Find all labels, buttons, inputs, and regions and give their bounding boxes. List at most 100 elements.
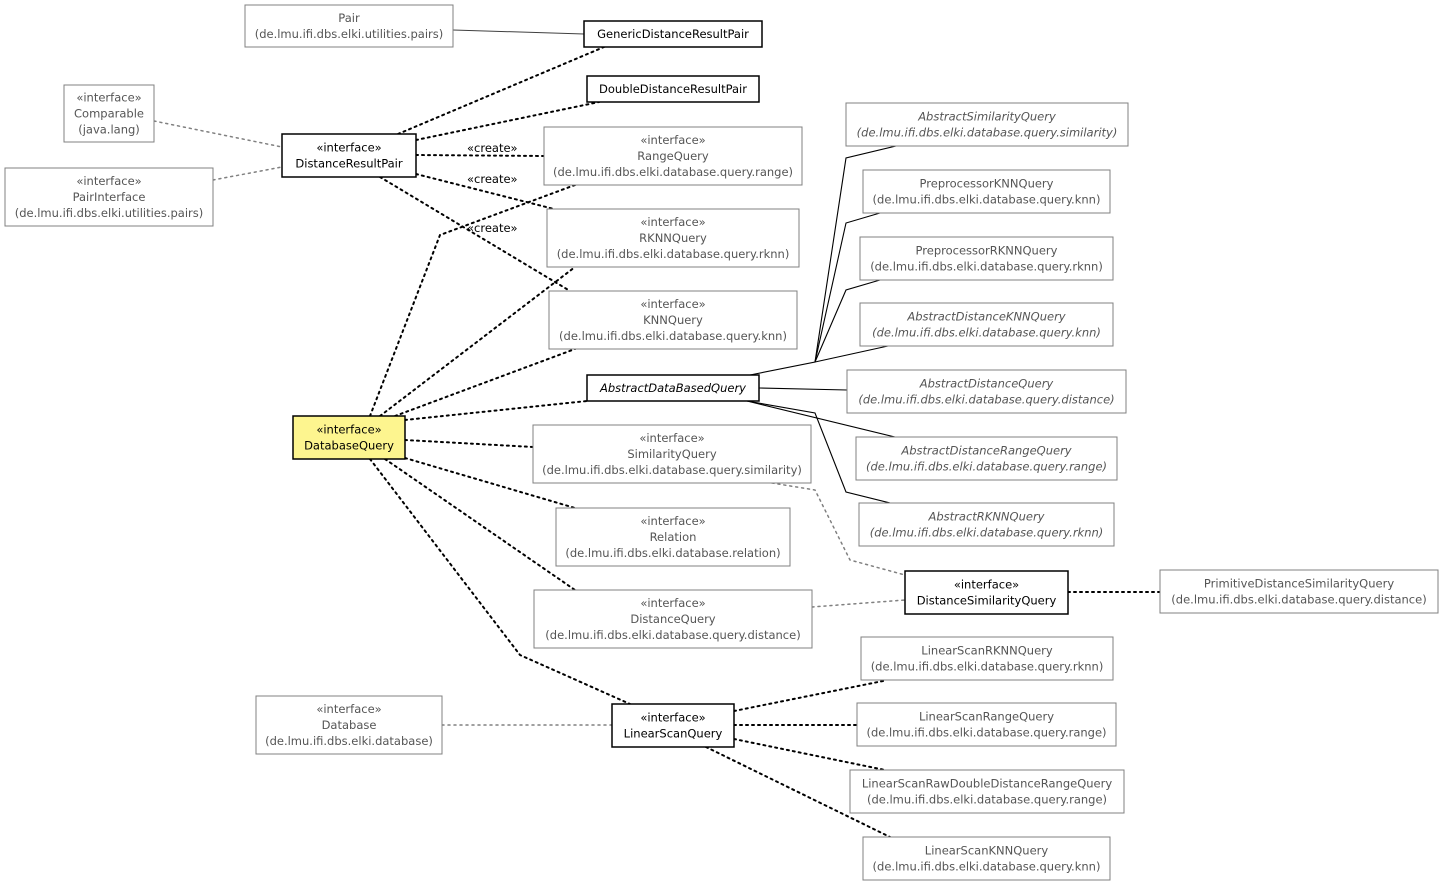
- package-name: (de.lmu.ifi.dbs.elki.database.query.knn): [873, 193, 1101, 207]
- node-abstract-distance-range-query[interactable]: AbstractDistanceRangeQuery(de.lmu.ifi.db…: [855, 436, 1118, 481]
- dependency-edge: [404, 400, 588, 421]
- node-box: [586, 374, 760, 402]
- dependency-edge: [369, 184, 576, 417]
- node-pair-interface[interactable]: «interface»PairInterface(de.lmu.ifi.dbs.…: [4, 167, 214, 227]
- package-name: (de.lmu.ifi.dbs.elki.database.query.rknn…: [871, 660, 1104, 674]
- package-name: (de.lmu.ifi.dbs.elki.database.query.simi…: [542, 463, 802, 477]
- node-box: [1159, 569, 1439, 614]
- class-name: RangeQuery: [637, 149, 709, 163]
- class-name: Database: [322, 718, 377, 732]
- dependency-edge: [153, 120, 283, 148]
- node-distance-similarity-query[interactable]: «interface» DistanceSimilarityQuery: [904, 570, 1069, 615]
- class-name: DoubleDistanceResultPair: [599, 82, 747, 96]
- dependency-edge: [705, 746, 891, 838]
- class-name: DatabaseQuery: [304, 439, 394, 453]
- class-name: PreprocessorRKNNQuery: [916, 244, 1058, 258]
- package-name: (de.lmu.ifi.dbs.elki.database.relation): [565, 546, 780, 560]
- dependency-edge: [379, 176, 571, 292]
- node-linear-scan-knn-query[interactable]: LinearScanKNNQuery(de.lmu.ifi.dbs.elki.d…: [862, 836, 1111, 881]
- create-edge-label: «create»: [467, 172, 518, 186]
- node-range-query[interactable]: «interface»RangeQuery(de.lmu.ifi.dbs.elk…: [543, 126, 803, 186]
- dependency-edge: [415, 101, 600, 141]
- class-name: LinearScanKNNQuery: [925, 844, 1049, 858]
- package-name: (de.lmu.ifi.dbs.elki.database): [265, 734, 433, 748]
- node-box: [856, 702, 1117, 747]
- node-box: [63, 84, 155, 143]
- class-name: DistanceQuery: [630, 612, 715, 626]
- dependency-edge: [379, 266, 576, 417]
- node-rknn-query[interactable]: «interface»RKNNQuery(de.lmu.ifi.dbs.elki…: [546, 208, 800, 268]
- stereotype-label: «interface»: [316, 423, 381, 437]
- stereotype-label: «interface»: [954, 578, 1019, 592]
- node-linear-scan-raw-double-distance-range-query[interactable]: LinearScanRawDoubleDistanceRangeQuery(de…: [849, 769, 1125, 814]
- node-abstract-data-based-query[interactable]: AbstractDataBasedQuery: [586, 374, 760, 402]
- node-database[interactable]: «interface»Database(de.lmu.ifi.dbs.elki.…: [255, 695, 443, 755]
- package-name: (de.lmu.ifi.dbs.elki.database.query.knn): [559, 329, 787, 343]
- package-name: (de.lmu.ifi.dbs.elki.utilities.pairs): [15, 206, 204, 220]
- node-generic-distance-result-pair[interactable]: GenericDistanceResultPair: [583, 20, 763, 48]
- package-name: (de.lmu.ifi.dbs.elki.database.query.rknn…: [870, 260, 1103, 274]
- node-primitive-distance-similarity-query[interactable]: PrimitiveDistanceSimilarityQuery (de.lmu.…: [1159, 569, 1439, 614]
- association-edge: [749, 145, 897, 376]
- stereotype-label: «interface»: [640, 596, 705, 610]
- node-linear-scan-range-query[interactable]: LinearScanRangeQuery(de.lmu.ifi.dbs.elki…: [856, 702, 1117, 747]
- node-box: [533, 589, 813, 649]
- class-name: Relation: [650, 530, 697, 544]
- dependency-edge: [212, 166, 283, 181]
- package-name: (de.lmu.ifi.dbs.elki.database.query.rang…: [866, 460, 1107, 474]
- stereotype-label: «interface»: [76, 91, 141, 105]
- package-name: (de.lmu.ifi.dbs.elki.database.query.dist…: [545, 628, 800, 642]
- node-preprocessor-knn-query[interactable]: PreprocessorKNNQuery(de.lmu.ifi.dbs.elki…: [862, 169, 1111, 214]
- class-name: PairInterface: [73, 190, 146, 204]
- node-box: [555, 507, 791, 567]
- package-name: (de.lmu.ifi.dbs.elki.database.query.knn): [872, 326, 1101, 340]
- node-box: [546, 208, 800, 268]
- node-pair[interactable]: Pair(de.lmu.ifi.dbs.elki.utilities.pairs…: [244, 4, 454, 48]
- node-box: [611, 703, 735, 748]
- node-distance-query[interactable]: «interface» DistanceQuery (de.lmu.ifi.dbs.…: [533, 589, 813, 649]
- node-abstract-similarity-query[interactable]: AbstractSimilarityQuery(de.lmu.ifi.dbs.e…: [845, 102, 1129, 147]
- stereotype-label: «interface»: [640, 133, 705, 147]
- node-abstract-distance-query[interactable]: AbstractDistanceQuery(de.lmu.ifi.dbs.elk…: [846, 369, 1127, 414]
- dependency-edge: [771, 482, 906, 576]
- association-edge: [758, 387, 848, 391]
- node-database-query[interactable]: «interface» DatabaseQuery: [292, 415, 406, 460]
- node-box: [860, 636, 1114, 681]
- class-name: LinearScanRangeQuery: [919, 710, 1054, 724]
- node-abstract-rknn-query[interactable]: AbstractRKNNQuery(de.lmu.ifi.dbs.elki.da…: [858, 502, 1115, 547]
- node-double-distance-result-pair[interactable]: DoubleDistanceResultPair: [586, 75, 760, 103]
- dependency-edge: [404, 439, 534, 448]
- create-edge-label: «create»: [467, 221, 518, 235]
- node-box: [583, 20, 763, 48]
- node-box: [532, 424, 812, 484]
- node-linear-scan-rknn-query[interactable]: LinearScanRKNNQuery(de.lmu.ifi.dbs.elki.…: [860, 636, 1114, 681]
- node-abstract-distance-knn-query[interactable]: AbstractDistanceKNNQuery(de.lmu.ifi.dbs.…: [859, 302, 1114, 347]
- node-comparable[interactable]: «interface»Comparable(java.lang): [63, 84, 155, 143]
- node-box: [244, 4, 454, 48]
- package-name: (de.lmu.ifi.dbs.elki.database.query.simi…: [857, 126, 1118, 140]
- package-name: (de.lmu.ifi.dbs.elki.database.query.dist…: [1171, 593, 1426, 607]
- class-name: PrimitiveDistanceSimilarityQuery: [1204, 577, 1394, 591]
- node-preprocessor-rknn-query[interactable]: PreprocessorRKNNQuery (de.lmu.ifi.dbs.elk…: [859, 236, 1114, 281]
- node-box: [846, 369, 1127, 414]
- node-similarity-query[interactable]: «interface»SimilarityQuery(de.lmu.ifi.db…: [532, 424, 812, 484]
- node-box: [859, 236, 1114, 281]
- diagram-edges: [153, 29, 1161, 838]
- node-box: [859, 302, 1114, 347]
- dependency-edge: [394, 348, 576, 417]
- stereotype-label: «interface»: [316, 141, 381, 155]
- node-box: [548, 290, 798, 350]
- node-relation[interactable]: «interface»Relation(de.lmu.ifi.dbs.elki.…: [555, 507, 791, 567]
- node-knn-query[interactable]: «interface»KNNQuery(de.lmu.ifi.dbs.elki.…: [548, 290, 798, 350]
- node-box: [4, 167, 214, 227]
- package-name: (de.lmu.ifi.dbs.elki.database.query.rknn…: [557, 247, 790, 261]
- node-linear-scan-query[interactable]: «interface» LinearScanQuery: [611, 703, 735, 748]
- association-edge: [452, 29, 585, 35]
- class-name: DistanceSimilarityQuery: [917, 594, 1057, 608]
- package-name: (de.lmu.ifi.dbs.elki.utilities.pairs): [255, 27, 444, 41]
- stereotype-label: «interface»: [640, 711, 705, 725]
- node-distance-result-pair[interactable]: «interface»DistanceResultPair: [281, 133, 417, 178]
- class-name: LinearScanQuery: [624, 727, 723, 741]
- class-name: AbstractRKNNQuery: [928, 510, 1045, 524]
